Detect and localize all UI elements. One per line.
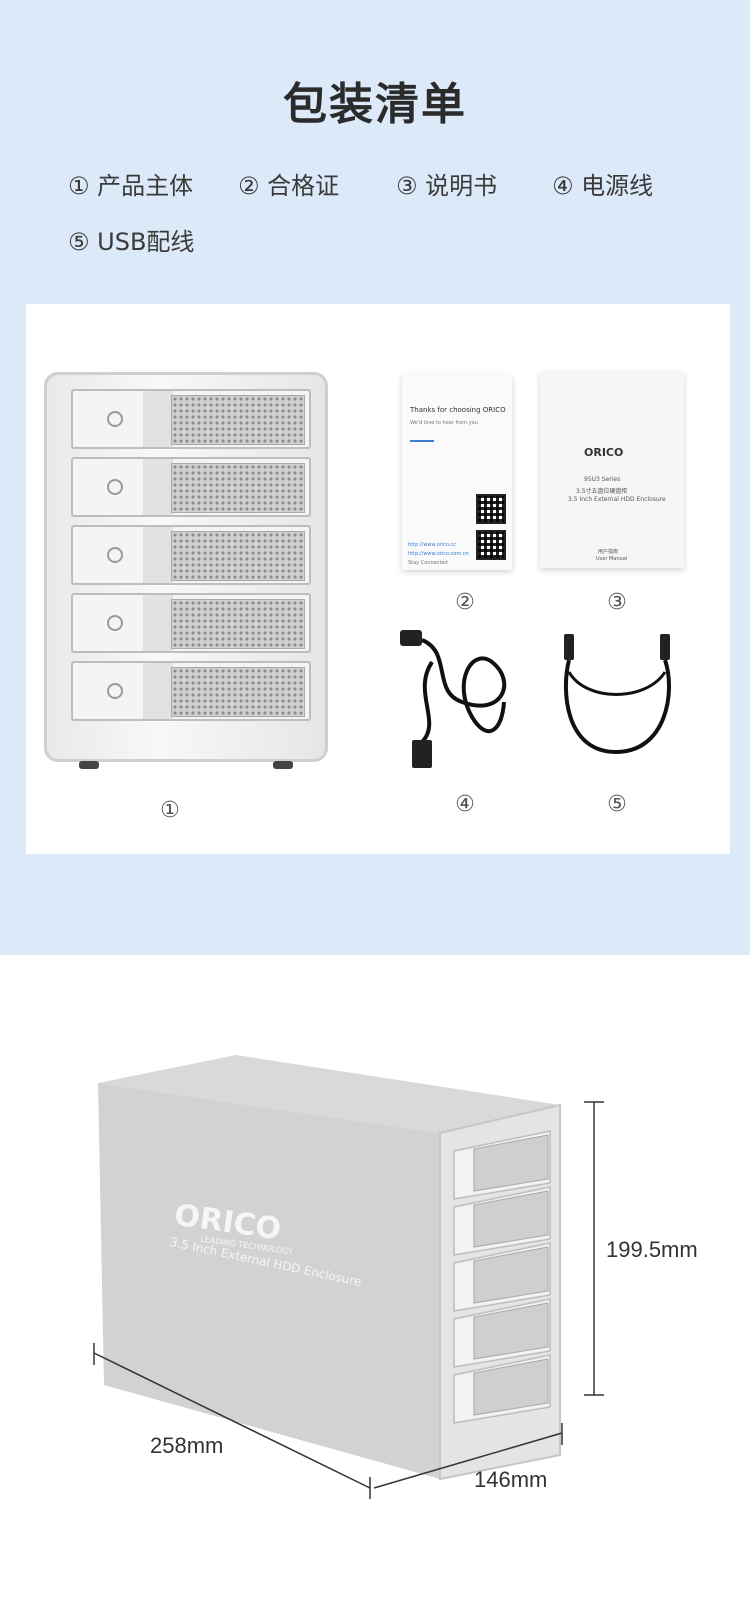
qr-code <box>476 530 506 560</box>
lock-icon <box>107 411 123 427</box>
lock-icon <box>107 479 123 495</box>
caption-4: ④ <box>455 792 475 817</box>
drive-bay <box>71 525 311 585</box>
lock-icon <box>107 615 123 631</box>
drive-bay <box>71 389 311 449</box>
manual-title: User Manual <box>596 556 628 562</box>
certificate-booklet-image: Thanks for choosing ORICO We'd love to h… <box>402 374 512 570</box>
package-contents-section: 包装清单 ① 产品主体 ② 合格证 ③ 说明书 ④ 电源线 ⑤ USB配线 ① … <box>0 0 750 955</box>
depth-dimension: 258mm <box>150 1433 224 1458</box>
lock-icon <box>107 683 123 699</box>
booklet-sub: We'd love to hear from you <box>410 420 478 426</box>
drive-bay <box>71 457 311 517</box>
booklet-heading: Thanks for choosing ORICO <box>410 406 506 414</box>
usb-cable-image <box>563 634 672 755</box>
caption-1: ① <box>160 798 180 823</box>
manual-brand: ORICO <box>584 446 624 459</box>
caption-5: ⑤ <box>607 792 627 817</box>
power-cable-image <box>400 630 507 768</box>
manual-cn-line: 3.5寸五盘位硬盘柜 <box>576 488 628 495</box>
manual-en-line: 3.5 Inch External HDD Enclosure <box>568 496 666 503</box>
section-title: 包装清单 <box>283 79 467 130</box>
item-product-body: ① 产品主体 <box>68 172 194 200</box>
item-certificate: ② 合格证 <box>238 172 340 200</box>
manual-series: 95U3 Series <box>584 476 621 483</box>
width-dimension: 146mm <box>474 1467 548 1492</box>
dimensions-section: ORICO LEADING TECHNOLOGY 3.5 Inch Extern… <box>0 955 750 1617</box>
item-usb-cable: ⑤ USB配线 <box>68 228 195 256</box>
enclosure-3d-image <box>93 1055 604 1499</box>
booklet-link-2: http://www.orico.com.cn <box>408 551 469 557</box>
booklet-link-1: http://www.orico.cc <box>408 542 457 548</box>
qr-code <box>476 494 506 524</box>
item-power-cable: ④ 电源线 <box>552 172 654 200</box>
caption-2: ② <box>455 590 475 615</box>
item-manual: ③ 说明书 <box>396 172 498 200</box>
drive-bay <box>71 661 311 721</box>
user-manual-image: ORICO 95U3 Series 3.5寸五盘位硬盘柜 3.5 Inch Ex… <box>540 372 684 568</box>
caption-3: ③ <box>607 590 627 615</box>
enclosure-front-image <box>44 372 328 769</box>
height-dimension: 199.5mm <box>606 1237 698 1262</box>
drive-bay <box>71 593 311 653</box>
manual-cn-title: 用户指南 <box>598 549 619 555</box>
booklet-footer: Stay Connected <box>408 560 448 566</box>
lock-icon <box>107 547 123 563</box>
